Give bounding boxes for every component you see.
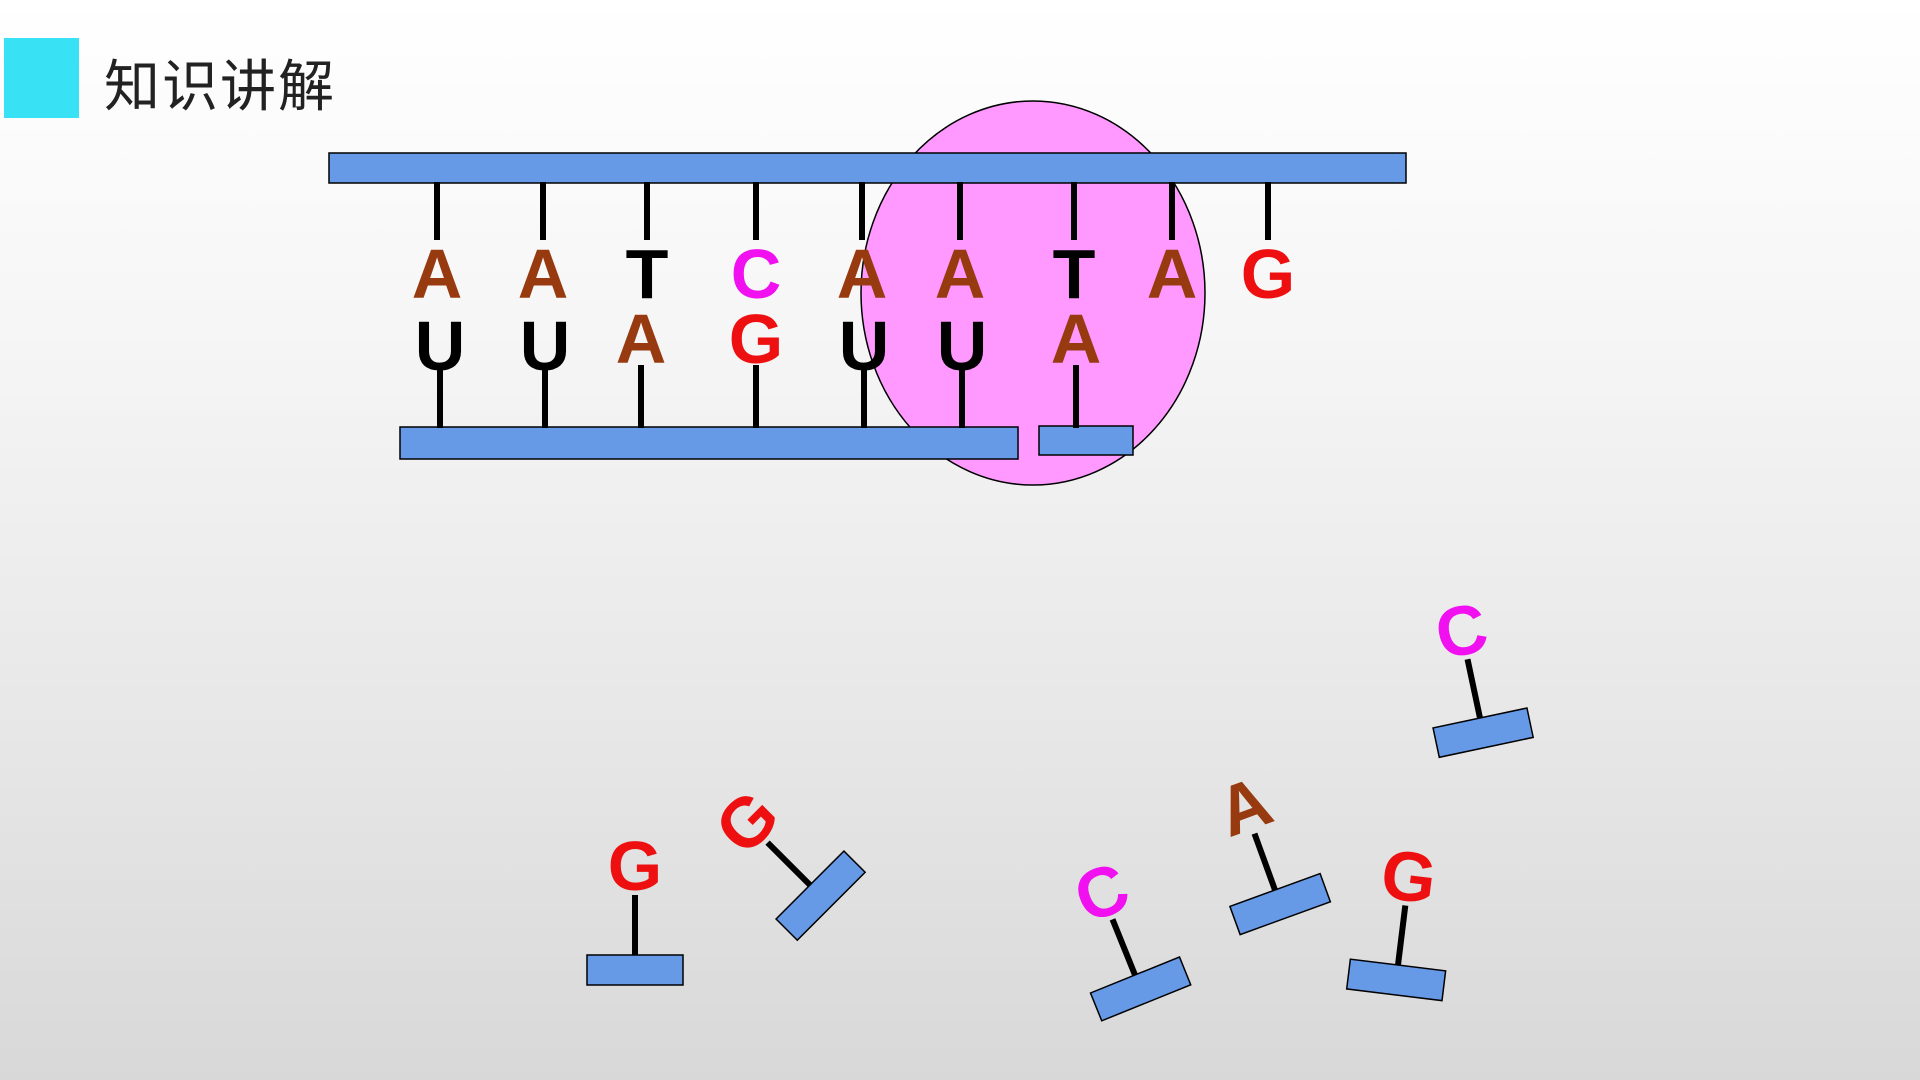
dna-base: T	[626, 235, 669, 313]
rna-base: U	[839, 307, 890, 385]
dna-base: A	[935, 235, 986, 313]
dna-base: A	[1147, 235, 1198, 313]
free-base: G	[608, 827, 662, 905]
free-base: C	[1064, 847, 1140, 938]
dna-template-strand	[328, 152, 1407, 184]
free-nucleotide: G	[586, 827, 684, 986]
nucleotide-sugar-phosphate	[1345, 958, 1447, 1002]
dna-base: A	[837, 235, 888, 313]
dna-base: A	[518, 235, 569, 313]
nucleotide-bond	[765, 840, 813, 888]
rna-base: G	[729, 300, 783, 378]
rna-polymerase	[860, 100, 1206, 486]
nucleotide-bond	[1464, 658, 1483, 719]
free-base: A	[1207, 761, 1281, 852]
nucleotide-sugar-phosphate	[1228, 872, 1332, 936]
page-title: 知识讲解	[104, 55, 336, 120]
rna-base: U	[520, 307, 571, 385]
nucleotide-bond	[1251, 832, 1278, 892]
nucleotide-bond	[1109, 918, 1138, 977]
nucleotide-bond	[1395, 905, 1409, 966]
free-nucleotide: C	[1064, 847, 1192, 1022]
free-base: C	[1429, 588, 1495, 675]
nucleotide-sugar-phosphate	[1432, 707, 1535, 759]
dna-base: C	[731, 235, 782, 313]
dna-base: G	[1241, 235, 1295, 313]
rna-base: U	[415, 307, 466, 385]
rna-strand-backbone	[399, 426, 1019, 460]
free-base: G	[1377, 835, 1441, 919]
free-nucleotide: G	[700, 775, 867, 942]
rna-new-segment	[1038, 425, 1134, 456]
rna-base: U	[937, 307, 988, 385]
free-nucleotide: G	[1345, 835, 1447, 1002]
rna-base: A	[616, 300, 667, 378]
title-accent-block	[4, 38, 79, 118]
nucleotide-sugar-phosphate	[1089, 956, 1192, 1022]
free-nucleotide: A	[1207, 761, 1332, 936]
rna-base: A	[1051, 300, 1102, 378]
nucleotide-sugar-phosphate	[774, 849, 867, 942]
nucleotide-sugar-phosphate	[586, 954, 684, 986]
free-nucleotide: C	[1429, 588, 1535, 759]
dna-base: T	[1053, 235, 1096, 313]
dna-base: A	[412, 235, 463, 313]
